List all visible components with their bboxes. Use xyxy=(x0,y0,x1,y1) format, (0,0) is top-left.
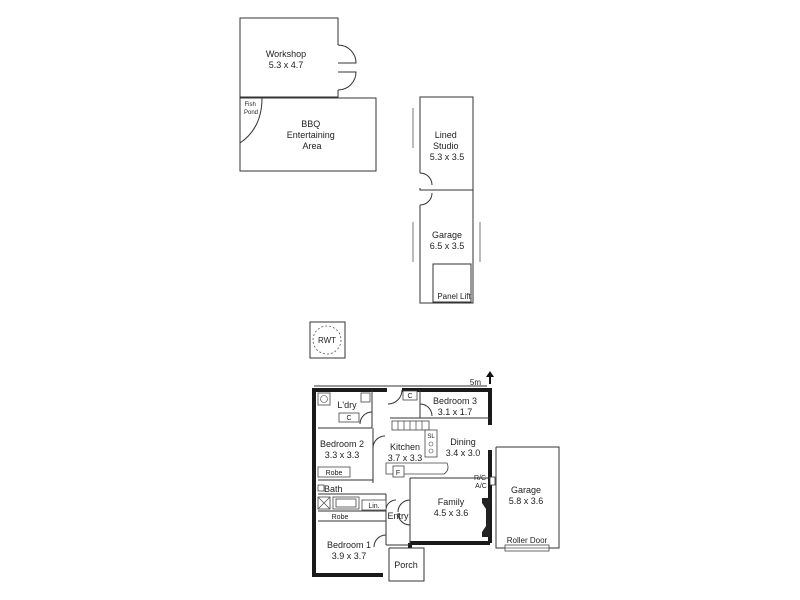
rc-ac-label: R/C A/C xyxy=(474,475,488,490)
bedroom1-label: Bedroom 1 xyxy=(327,540,371,550)
north-arrow-icon xyxy=(486,371,494,377)
studio-building: Lined Studio 5.3 x 3.5 xyxy=(412,96,474,191)
bedroom2-dims: 3.3 x 3.3 xyxy=(325,450,360,460)
kitchen-dims: 3.7 x 3.3 xyxy=(388,453,423,463)
scale-label: 5m xyxy=(470,378,481,387)
rainwater-tank: RWT xyxy=(309,321,346,359)
bedroom3-dims: 3.1 x 1.7 xyxy=(438,407,473,417)
fireplace-icon xyxy=(482,498,490,537)
garage-dims: 5.8 x 3.6 xyxy=(509,496,544,506)
linen-label: Lin. xyxy=(368,503,379,510)
family-dims: 4.5 x 3.6 xyxy=(434,508,469,518)
roller-door-label: Roller Door xyxy=(507,536,548,545)
kitchen-label: Kitchen xyxy=(390,442,420,452)
bedroom1-dims: 3.9 x 3.7 xyxy=(332,551,367,561)
entry-label: Entry xyxy=(387,511,409,521)
scale-marker: 5m xyxy=(314,371,494,387)
bedroom3-label: Bedroom 3 xyxy=(433,396,477,406)
bedroom1-robe-label: Robe xyxy=(332,514,349,521)
panel-lift-label: Panel Lift xyxy=(437,292,471,301)
workshop-label: Workshop xyxy=(266,49,306,59)
rear-garage: Garage 6.5 x 3.5 Panel Lift xyxy=(412,190,481,304)
bbq-area: Fish Pond BBQ Entertaining Area xyxy=(239,97,377,172)
porch-label: Porch xyxy=(394,560,418,570)
workshop-building: Workshop 5.3 x 4.7 xyxy=(239,17,357,98)
laundry-cupboard-label: C xyxy=(346,415,351,422)
bedroom2-robe-label: Robe xyxy=(326,470,343,477)
rear-garage-label: Garage xyxy=(432,230,462,240)
studio-label: Lined Studio 5.3 x 3.5 xyxy=(430,130,465,162)
attached-garage: Garage 5.8 x 3.6 Roller Door xyxy=(495,446,560,552)
rwt-label: RWT xyxy=(318,336,336,345)
fish-pond-label: Fish Pond xyxy=(244,102,258,116)
laundry-label: L'dry xyxy=(337,400,357,410)
dining-label: Dining xyxy=(450,437,476,447)
main-house: C L'dry C Bedroom 3 3.1 x 1.7 Bedroom 2 … xyxy=(312,388,496,582)
dining-dims: 3.4 x 3.0 xyxy=(446,448,481,458)
workshop-dims: 5.3 x 4.7 xyxy=(269,60,304,70)
family-label: Family xyxy=(438,497,465,507)
rear-garage-dims: 6.5 x 3.5 xyxy=(430,241,465,251)
fridge-label: F xyxy=(396,470,400,477)
bath-label: Bath xyxy=(324,484,343,494)
bbq-label: BBQ Entertaining Area xyxy=(287,119,338,151)
hall-cupboard-label: C xyxy=(407,393,412,400)
bedroom2-label: Bedroom 2 xyxy=(320,439,364,449)
garage-label: Garage xyxy=(511,485,541,495)
sink-label: SL xyxy=(427,434,435,440)
